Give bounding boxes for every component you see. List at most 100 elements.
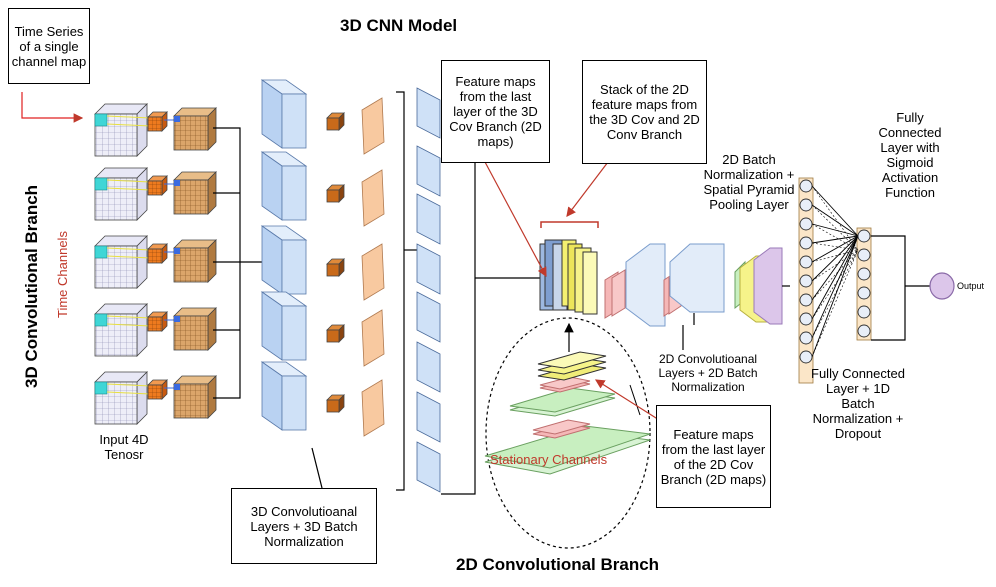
- feature-strip: [416, 145, 441, 197]
- projection-line: [106, 123, 151, 127]
- projection-line: [106, 391, 151, 395]
- fc-edge: [811, 249, 859, 282]
- peach-slab: [361, 243, 385, 301]
- highlight-cell: [174, 384, 180, 390]
- batch-norm-2d-label: 2D Batch Normalization + Spatial Pyramid…: [703, 152, 795, 212]
- peach-slab: [361, 379, 385, 437]
- fc1-node: [799, 312, 813, 326]
- grid-cube: [94, 167, 148, 221]
- stacked-2d-maps: [539, 221, 599, 315]
- conv3d-block: [260, 361, 385, 437]
- conv3d-connectors: [396, 91, 418, 491]
- kernel-cube: [147, 379, 168, 400]
- kernel-cube: [147, 175, 168, 196]
- kernel-cube: [147, 111, 168, 132]
- grid-cube: [94, 371, 148, 425]
- fc-1d-label: Fully Connected Layer + 1D Batch Normali…: [811, 366, 905, 441]
- fc-edge: [811, 235, 859, 320]
- output-label: Output: [957, 281, 985, 291]
- input-label: Input 4D Tenosr: [99, 432, 149, 462]
- conv3d-blocks: [260, 79, 385, 437]
- callout-conv3d-layers: 3D Convolutioanal Layers + 3D Batch Norm…: [231, 488, 377, 564]
- branch-3d-title: 3D Convolutional Branch: [22, 184, 41, 388]
- highlight-cell: [174, 248, 180, 254]
- fc2-node: [857, 324, 871, 338]
- output-cube: [173, 239, 217, 283]
- kernel-cube: [147, 243, 168, 264]
- conv2d-layers-label: 2D Convolutioanal Layers + 2D Batch Norm…: [658, 352, 758, 394]
- grid-cube: [94, 303, 148, 357]
- conv2d-branch: [484, 317, 651, 549]
- peach-slab: [361, 309, 385, 367]
- highlight-cell: [94, 113, 108, 127]
- fc2-node: [857, 305, 871, 319]
- conv3d-block: [260, 225, 385, 301]
- input-row: [94, 235, 217, 289]
- time-channels-label: Time Channels: [55, 231, 70, 318]
- input-row: [94, 103, 217, 157]
- feature-strip: [416, 291, 441, 343]
- projection-line: [106, 187, 151, 191]
- input-row: [94, 303, 217, 357]
- fc1-node: [799, 179, 813, 193]
- fc1-node: [799, 217, 813, 231]
- fc2-node: [857, 229, 871, 243]
- feature-strip: [416, 193, 441, 245]
- fc-edge: [811, 249, 859, 263]
- small-kernel-cube: [326, 112, 345, 131]
- fc1-node: [799, 350, 813, 364]
- conv2d-post-layers: [604, 243, 783, 327]
- feature-strip: [416, 243, 441, 295]
- fc2-node: [857, 267, 871, 281]
- output-node: [929, 272, 955, 300]
- input-row: [94, 371, 217, 425]
- fc-sigmoid-label: Fully Connected Layer with Sigmoid Activ…: [878, 110, 942, 200]
- fc-edge: [811, 235, 859, 244]
- branch-2d-title: 2D Convolutional Branch: [456, 555, 660, 574]
- small-kernel-cube: [326, 324, 345, 343]
- grid-cube: [94, 103, 148, 157]
- feature-map-strips: [416, 87, 441, 493]
- fc-edge: [811, 249, 859, 358]
- input-tensor-rows: [94, 103, 217, 425]
- fc-edge: [811, 185, 859, 251]
- fc-edge: [811, 185, 859, 237]
- peach-slab: [361, 97, 385, 155]
- projection-line: [106, 247, 151, 251]
- output-cube: [173, 107, 217, 151]
- kernel-cube: [147, 311, 168, 332]
- fc-connections: [811, 185, 859, 358]
- highlight-cell: [174, 316, 180, 322]
- conv3d-block: [260, 79, 385, 155]
- output-cube: [173, 375, 217, 419]
- projection-line: [106, 179, 151, 183]
- highlight-cell: [174, 180, 180, 186]
- fc1-node: [799, 331, 813, 345]
- fc2-node: [857, 248, 871, 262]
- callout-feature-maps-3d: Feature maps from the last layer of the …: [441, 60, 550, 163]
- conv3d-block: [260, 291, 385, 367]
- fc1-node: [799, 236, 813, 250]
- fc-edge: [811, 204, 859, 237]
- fc-edge: [811, 235, 859, 263]
- fc1-node: [799, 255, 813, 269]
- feature-strip: [416, 87, 441, 139]
- fc-edge: [811, 249, 859, 339]
- projection-line: [106, 255, 151, 259]
- stationary-channels-label: Stationary Channels: [490, 452, 608, 467]
- fc2-bar: [856, 227, 872, 341]
- highlight-cell: [94, 381, 108, 395]
- projection-line: [106, 115, 151, 119]
- output-cube: [173, 171, 217, 215]
- fc1-node: [799, 293, 813, 307]
- conv3d-block: [260, 151, 385, 227]
- highlight-cell: [174, 116, 180, 122]
- fc-edge: [811, 249, 859, 320]
- callout-stack-2d: Stack of the 2D feature maps from the 3D…: [582, 60, 707, 164]
- fc1-node: [799, 274, 813, 288]
- small-kernel-cube: [326, 184, 345, 203]
- fc2-node: [857, 286, 871, 300]
- fc-edge: [811, 223, 859, 251]
- highlight-cell: [94, 313, 108, 327]
